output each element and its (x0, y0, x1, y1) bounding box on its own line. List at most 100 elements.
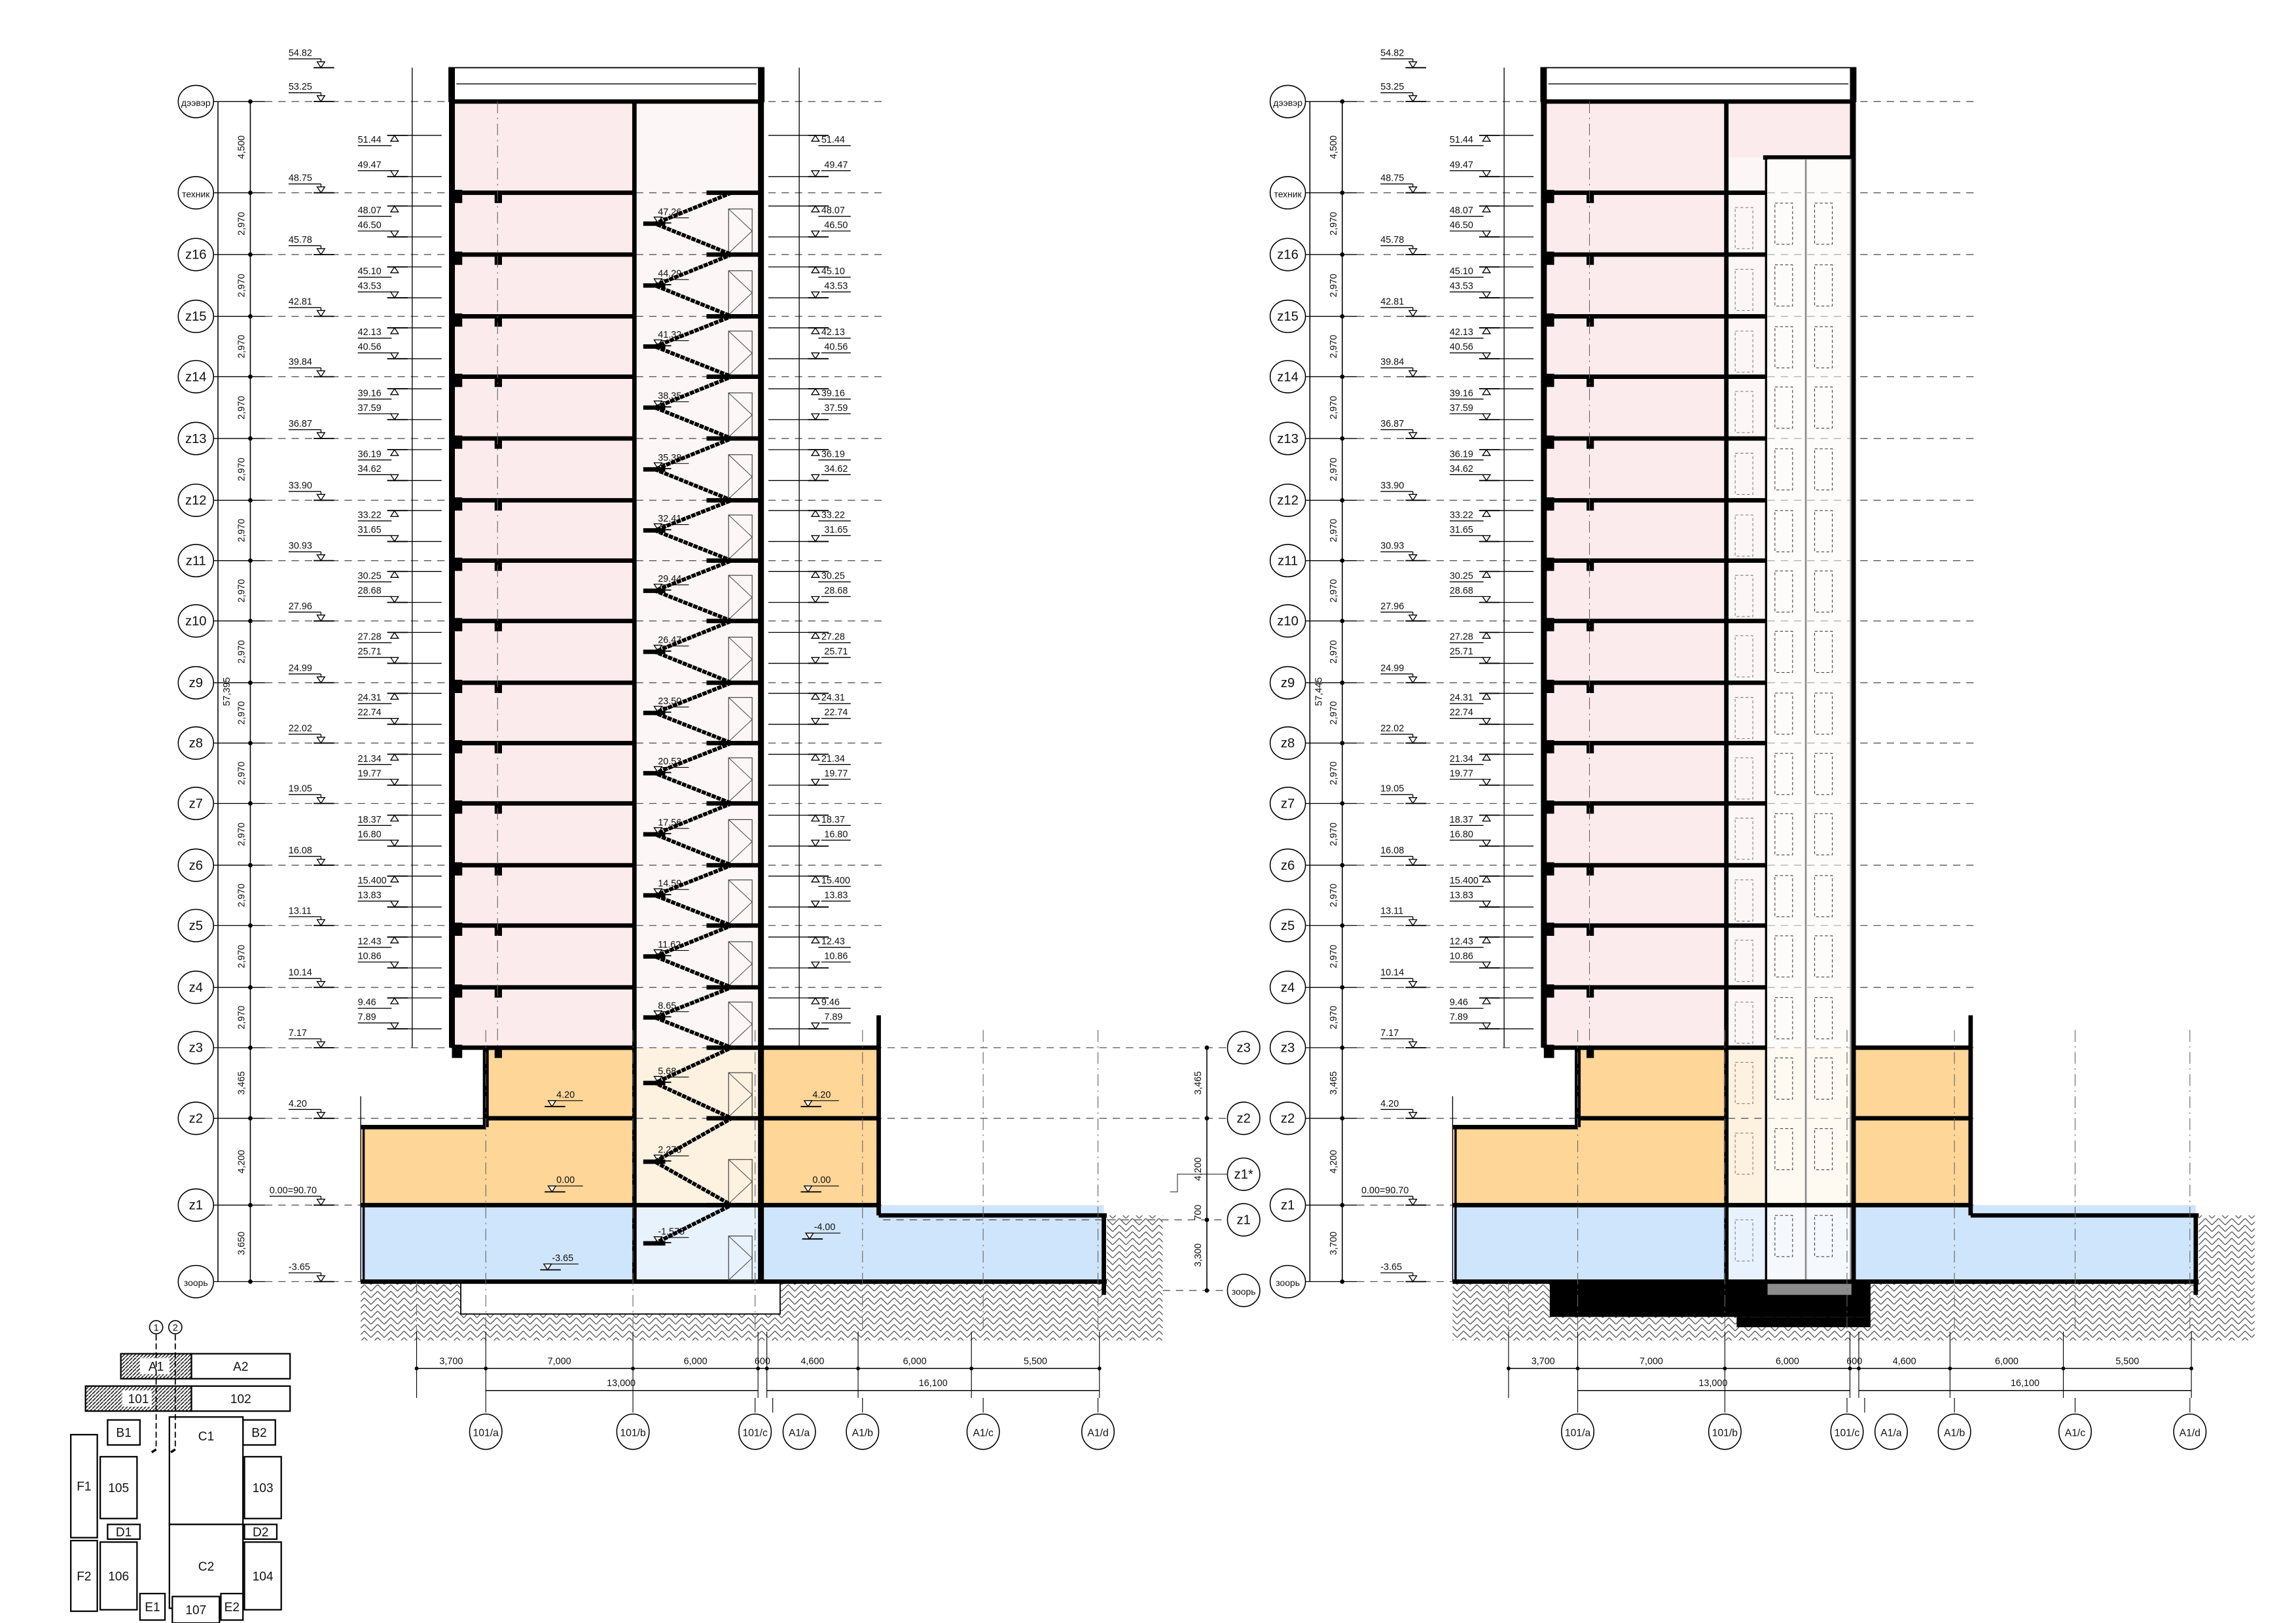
window-sill-elevation: 22.74 (1450, 707, 1473, 718)
window-sill-elevation-right: 49.47 (824, 160, 848, 170)
slab-edge-beam (452, 497, 463, 511)
grid-axis-bubble (1830, 1413, 1864, 1450)
elevation-marker-icon (1408, 1112, 1418, 1120)
grid-axis-label: 101/c (1835, 1427, 1860, 1438)
beam-stub (1587, 192, 1594, 204)
beam-stub (494, 987, 502, 998)
beam-stub (1587, 865, 1594, 876)
window-head-elevation-right: 51.44 (821, 135, 845, 145)
elevation-marker-icon (810, 387, 820, 395)
window-sill-elevation-right: 37.59 (824, 403, 848, 414)
slab-edge-beam (1543, 374, 1554, 387)
level-marker-circle (1269, 1031, 1306, 1065)
elevation-marker-icon (389, 352, 399, 360)
level-marker-label: z5 (1281, 919, 1295, 933)
window-head-elevation: 45.10 (1450, 266, 1473, 277)
elevation-marker-icon (810, 875, 820, 883)
window-head-elevation: 36.19 (358, 449, 382, 459)
key-plan-label: E1 (145, 1601, 160, 1614)
window-head-elevation-right: 45.10 (821, 266, 845, 277)
level-marker-circle (177, 604, 215, 638)
right-floor-height-dimension: 3,300 (1193, 1243, 1204, 1267)
elevation-marker-icon (810, 571, 820, 578)
key-plan-label: A1 (149, 1360, 164, 1374)
elevation-marker-icon (1408, 1275, 1418, 1283)
key-plan-block-104 (243, 1541, 282, 1611)
elevation-label: 7.17 (289, 1028, 307, 1039)
elevation-label: 4.20 (289, 1099, 307, 1109)
floor-height-dimension: 2,970 (1329, 640, 1339, 664)
room-floor-elevation: -3.65 (552, 1253, 573, 1264)
elevation-marker-icon (810, 814, 820, 822)
key-plan-label: 103 (253, 1482, 274, 1495)
grid-axis-bubble (1081, 1413, 1115, 1450)
level-marker-label: z12 (1277, 493, 1299, 508)
door-swing-icon (728, 575, 753, 620)
span-dimension: 7,000 (548, 1356, 571, 1366)
stair-landing-elevation: 35.38 (658, 453, 681, 463)
window-head-elevation-right: 48.07 (821, 205, 845, 216)
elevation-label: 54.82 (289, 48, 312, 58)
window-sill-elevation: 34.62 (1450, 464, 1473, 474)
elevation-marker-icon (1408, 615, 1418, 622)
level-marker-label: зоорь (1276, 1277, 1300, 1288)
grid-axis-label: A1/c (973, 1427, 994, 1438)
elevation-marker-icon (389, 901, 399, 908)
level-marker-circle (177, 726, 215, 760)
elevation-marker-icon (810, 656, 820, 664)
window-sill-elevation-right: 46.50 (824, 221, 848, 231)
elevation-marker-icon (389, 474, 399, 482)
elevation-label: 19.05 (289, 784, 312, 794)
grid-axis-bubble (469, 1413, 503, 1450)
window-head-elevation: 30.25 (1450, 571, 1473, 582)
elevation-label: 39.84 (1380, 357, 1404, 368)
dimension-dot (1340, 1279, 1345, 1284)
window-sill-elevation: 37.59 (1450, 403, 1473, 414)
floor-height-dimension: 2,970 (1329, 274, 1339, 297)
elevation-marker-icon (1408, 95, 1418, 103)
lift-car-outline (1814, 1058, 1833, 1100)
elevation-label: 27.96 (289, 601, 312, 612)
key-plan-label: 106 (108, 1570, 129, 1584)
elevation-marker-icon (1408, 736, 1418, 744)
door-swing-icon (728, 208, 753, 254)
window-sill-elevation-right: 10.86 (824, 952, 848, 962)
door-swing-icon (728, 514, 753, 560)
floor-height-dimension: 2,970 (236, 883, 247, 907)
level-marker-label: z15 (1277, 310, 1299, 324)
section-marker-label: 2 (173, 1323, 178, 1334)
lift-door-outline (1734, 391, 1753, 433)
section-1: дээвэртехникz16z15z14z13z12z11z10z9z8z7z… (177, 48, 1261, 1450)
floor-height-dimension: 2,970 (1329, 579, 1339, 603)
dimension-dot (1204, 1116, 1210, 1121)
slab-edge-beam (452, 190, 463, 204)
window-head-elevation: 33.22 (358, 510, 382, 520)
level-marker-label: z2 (1236, 1112, 1250, 1126)
floor-height-dimension: 2,970 (1329, 883, 1339, 907)
span-dimension: 600 (755, 1356, 770, 1366)
lift-door-outline (1734, 1132, 1753, 1175)
window-head-elevation: 12.43 (1450, 936, 1473, 947)
key-plan-block-b2 (242, 1419, 276, 1446)
dimension-dot (1204, 1045, 1210, 1050)
elevation-marker-icon (1482, 509, 1492, 517)
block-total-dimension: 13,000 (1698, 1378, 1727, 1389)
elevation-marker-icon (1482, 474, 1492, 482)
window-sill-elevation: 28.68 (358, 586, 382, 596)
window-sill-elevation-right: 7.89 (824, 1012, 842, 1023)
dimension-dot (1204, 1217, 1210, 1222)
level-marker-label: техник (1274, 188, 1302, 199)
elevation-marker-icon (1482, 814, 1492, 822)
elevation-marker-icon (389, 596, 399, 603)
elevation-marker-icon (389, 170, 399, 178)
elevation-marker-icon (316, 310, 326, 317)
lift-door-outline (1734, 1001, 1753, 1044)
elevation-marker-icon (810, 509, 820, 517)
window-sill-elevation: 19.77 (358, 768, 382, 779)
roof-parapet (448, 67, 765, 103)
level-marker-label: z3 (1281, 1041, 1295, 1056)
level-marker-circle (1269, 604, 1306, 638)
elevation-marker-icon (1482, 327, 1492, 334)
elevation-marker-icon (810, 474, 820, 482)
podium-right-wall (1968, 1015, 1973, 1216)
